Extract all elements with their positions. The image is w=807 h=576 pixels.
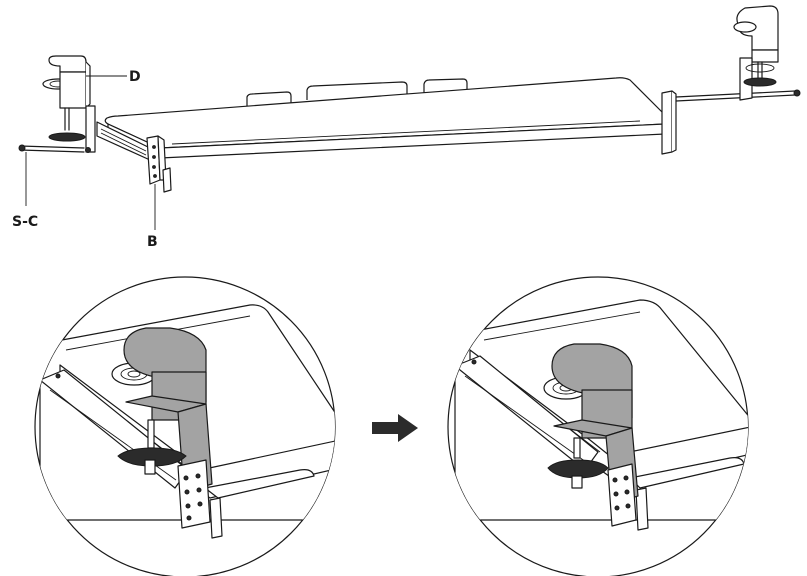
detail-after [447,276,749,576]
tray-overview: D S-C B [12,5,801,250]
label-sc: S-C [12,214,38,230]
label-b: B [147,234,158,250]
left-desk-clamp [18,55,96,153]
step-arrow [372,414,418,442]
label-d: D [129,69,141,85]
bracket-b [146,135,172,193]
keyboard-tray-board [104,77,670,159]
right-desk-clamp [661,5,801,155]
detail-before [34,276,336,576]
right-arrow-icon [372,414,418,442]
